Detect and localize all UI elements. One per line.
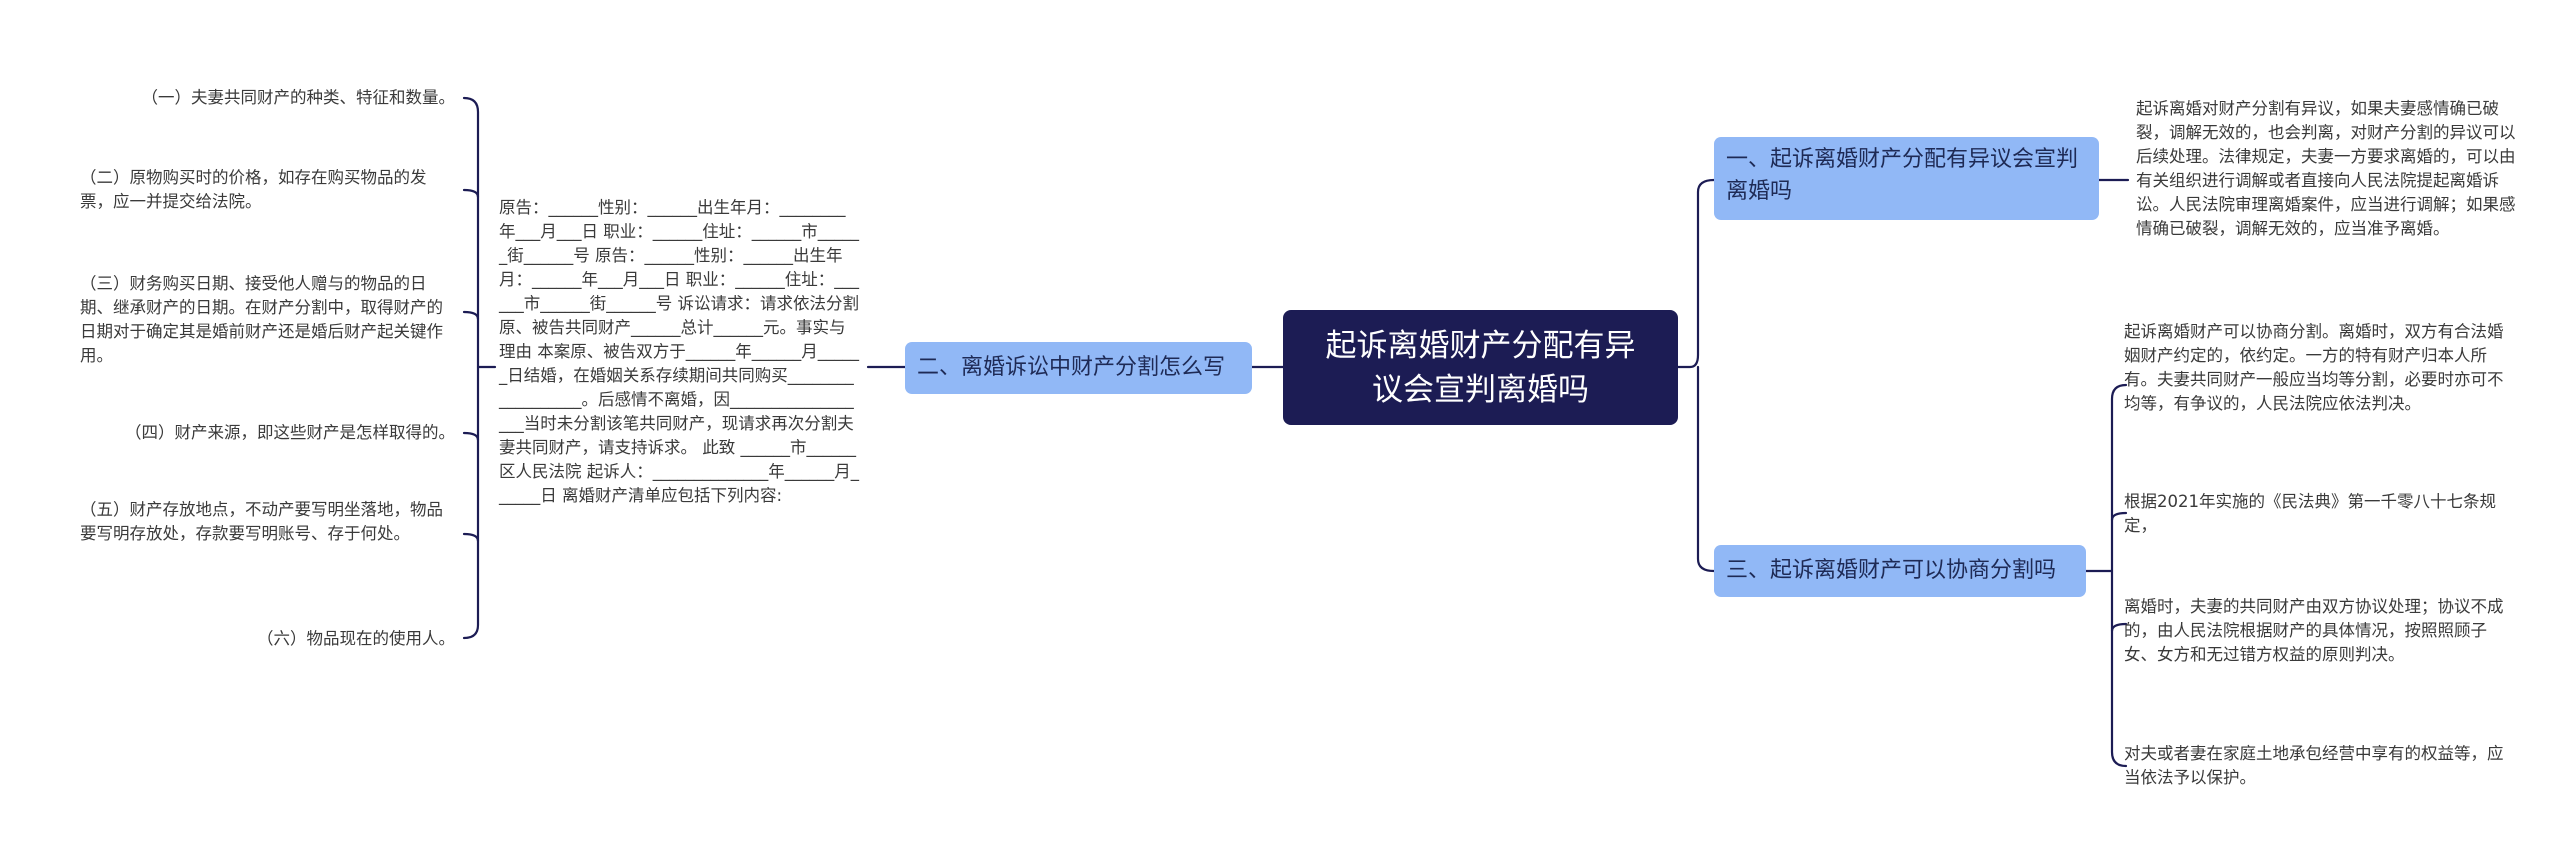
branch-topic-2[interactable]: 二、离婚诉讼中财产分割怎么写 bbox=[905, 342, 1252, 394]
branch-3-leaf-1-text: 起诉离婚财产可以协商分割。离婚时，双方有合法婚姻财产约定的，依约定。一方的特有财… bbox=[2124, 322, 2504, 413]
property-item-5-text: （五）财产存放地点，不动产要写明坐落地，物品要写明存放处，存款要写明账号、存于何… bbox=[80, 500, 443, 543]
branch-1-leaf-1-text: 起诉离婚对财产分割有异议，如果夫妻感情确已破裂，调解无效的，也会判离，对财产分割… bbox=[2136, 99, 2516, 238]
property-item-3: （三）财务购买日期、接受他人赠与的物品的日期、继承财产的日期。在财产分割中，取得… bbox=[80, 272, 455, 368]
branch-topic-3-label: 三、起诉离婚财产可以协商分割吗 bbox=[1726, 558, 2057, 583]
property-item-2-text: （二）原物购买时的价格，如存在购买物品的发票，应一并提交给法院。 bbox=[80, 168, 427, 211]
property-item-6-text: （六）物品现在的使用人。 bbox=[257, 629, 455, 648]
leaves-bracket bbox=[2110, 383, 2128, 768]
branch-3-leaf-1: 起诉离婚财产可以协商分割。离婚时，双方有合法婚姻财产约定的，依约定。一方的特有财… bbox=[2124, 320, 2504, 416]
form-template-text: 原告：______性别：______出生年月：________年___月___日… bbox=[499, 198, 859, 505]
branch-3-leaf-3: 离婚时，夫妻的共同财产由双方协议处理；协议不成的，由人民法院根据财产的具体情况，… bbox=[2124, 595, 2504, 667]
branch-3-leaf-2-text: 根据2021年实施的《民法典》第一千零八十七条规定， bbox=[2124, 492, 2496, 535]
property-item-4: （四）财产来源，即这些财产是怎样取得的。 bbox=[80, 421, 455, 445]
property-item-5: （五）财产存放地点，不动产要写明坐落地，物品要写明存放处，存款要写明账号、存于何… bbox=[80, 498, 455, 546]
connector-root-b3 bbox=[1696, 365, 1716, 573]
connector-root-b1 bbox=[1676, 178, 1716, 369]
branch-topic-1-label: 一、起诉离婚财产分配有异议会宣判离婚吗 bbox=[1726, 147, 2079, 204]
branch-3-leaf-4-text: 对夫或者妻在家庭土地承包经营中享有的权益等，应当依法予以保护。 bbox=[2124, 744, 2504, 787]
divorce-complaint-form-template: 原告：______性别：______出生年月：________年___月___日… bbox=[499, 196, 861, 508]
root-topic-label: 起诉离婚财产分配有异议会宣判离婚吗 bbox=[1325, 327, 1636, 408]
branch-topic-3[interactable]: 三、起诉离婚财产可以协商分割吗 bbox=[1714, 545, 2086, 597]
branch-3-leaf-3-text: 离婚时，夫妻的共同财产由双方协议处理；协议不成的，由人民法院根据财产的具体情况，… bbox=[2124, 597, 2504, 664]
root-topic[interactable]: 起诉离婚财产分配有异议会宣判离婚吗 bbox=[1283, 310, 1678, 425]
property-item-6: （六）物品现在的使用人。 bbox=[80, 627, 455, 651]
branch-1-leaf-1: 起诉离婚对财产分割有异议，如果夫妻感情确已破裂，调解无效的，也会判离，对财产分割… bbox=[2136, 97, 2526, 241]
property-item-1-text: （一）夫妻共同财产的种类、特征和数量。 bbox=[141, 88, 456, 107]
property-item-4-text: （四）财产来源，即这些财产是怎样取得的。 bbox=[125, 423, 455, 442]
branch-3-leaf-4: 对夫或者妻在家庭土地承包经营中享有的权益等，应当依法予以保护。 bbox=[2124, 742, 2504, 790]
property-item-2: （二）原物购买时的价格，如存在购买物品的发票，应一并提交给法院。 bbox=[80, 166, 455, 214]
property-item-1: （一）夫妻共同财产的种类、特征和数量。 bbox=[80, 86, 456, 110]
branch-3-leaf-2: 根据2021年实施的《民法典》第一千零八十七条规定， bbox=[2124, 490, 2504, 538]
branch-topic-1[interactable]: 一、起诉离婚财产分配有异议会宣判离婚吗 bbox=[1714, 137, 2099, 220]
property-item-3-text: （三）财务购买日期、接受他人赠与的物品的日期、继承财产的日期。在财产分割中，取得… bbox=[80, 274, 443, 365]
items-bracket bbox=[462, 96, 480, 640]
branch-topic-2-label: 二、离婚诉讼中财产分割怎么写 bbox=[917, 355, 1226, 380]
